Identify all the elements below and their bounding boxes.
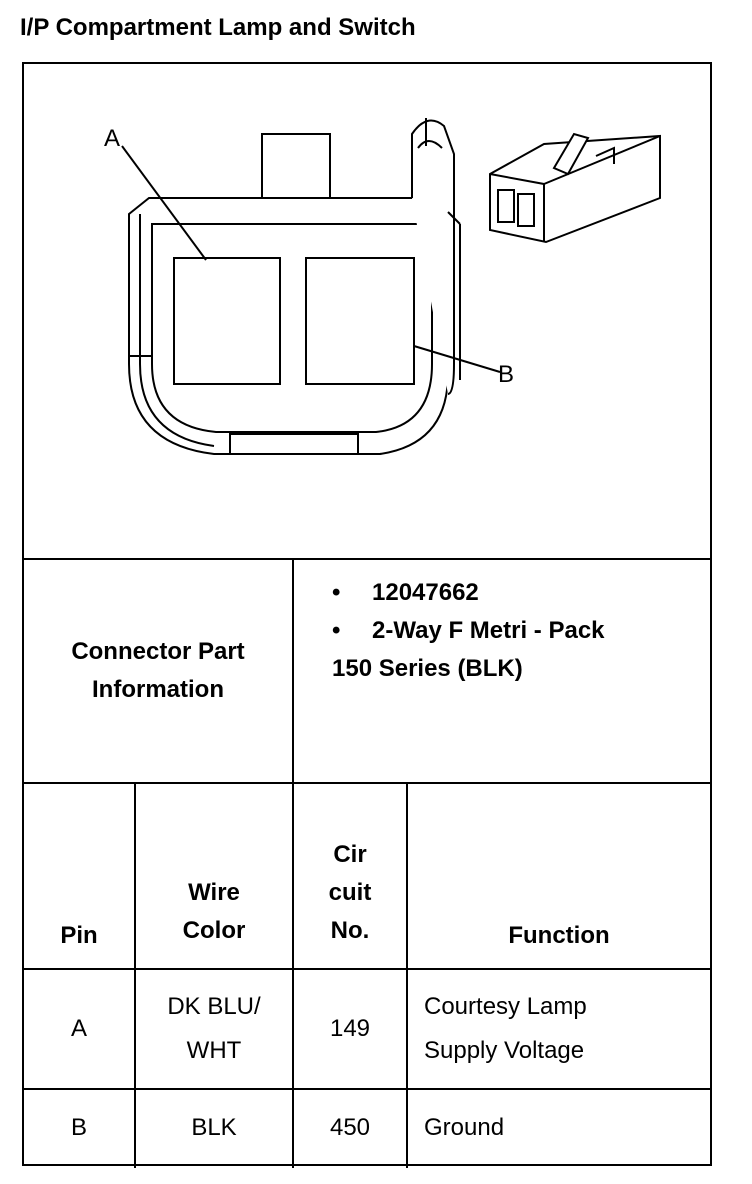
connector-info-label: Connector Part Information: [71, 638, 245, 703]
leader-line-a: [121, 145, 207, 261]
divider-info-bottom: [24, 782, 710, 784]
header-function: Function: [508, 922, 610, 949]
table-row-a-function: Courtesy Lamp Supply Voltage: [424, 993, 587, 1064]
divider-col-1: [134, 782, 136, 1168]
divider-header: [24, 968, 710, 970]
table-row-a-wire-color: DK BLU/ WHT: [167, 993, 261, 1064]
divider-col-2: [292, 782, 294, 1168]
divider-info: [292, 558, 294, 784]
page-title: I/P Compartment Lamp and Switch: [20, 14, 416, 41]
header-circuit-no: Cir cuit No.: [328, 841, 372, 944]
connector-latch-tab: [261, 133, 331, 199]
leader-line-b: [413, 345, 501, 373]
divider-row-a: [24, 1088, 710, 1090]
connector-series: 150 Series (BLK): [332, 655, 523, 682]
connector-type: 2-Way F Metri - Pack: [372, 617, 605, 644]
table-row-a-pin: A: [70, 1015, 87, 1042]
pin-label-a: A: [104, 125, 120, 152]
connector-table-frame: A B Connector Part Information • 1204766…: [22, 62, 712, 1168]
divider-figure: [24, 558, 710, 560]
connector-bottom-notch: [229, 433, 359, 455]
cavity-b: [305, 257, 415, 385]
bullet: •: [332, 617, 341, 644]
connector-body-inner: [151, 223, 433, 433]
connector-face-diagram: A B: [104, 118, 661, 455]
table-row-a-circuit: 149: [329, 1015, 371, 1042]
bullet: •: [332, 579, 341, 606]
divider-col-3: [406, 782, 408, 1168]
pin-label-b: B: [498, 361, 514, 388]
connector-isometric-icon: [489, 132, 661, 244]
table-row-b-function: Ground: [424, 1114, 505, 1141]
info-item: • 12047662: [314, 574, 710, 612]
table-row-b-circuit: 450: [329, 1114, 371, 1141]
connector-lock-post: [411, 119, 455, 395]
header-wire-color: Wire Color: [182, 879, 246, 944]
connector-info-list: • 12047662 • 2-Way F Metri - Pack 150 Se…: [314, 574, 710, 688]
table-row-b-wire-color: BLK: [191, 1114, 237, 1141]
header-pin: Pin: [60, 922, 98, 949]
cavity-a: [173, 257, 281, 385]
info-item: • 2-Way F Metri - Pack: [314, 612, 710, 650]
table-row-b-pin: B: [70, 1114, 87, 1141]
part-number: 12047662: [372, 579, 479, 606]
